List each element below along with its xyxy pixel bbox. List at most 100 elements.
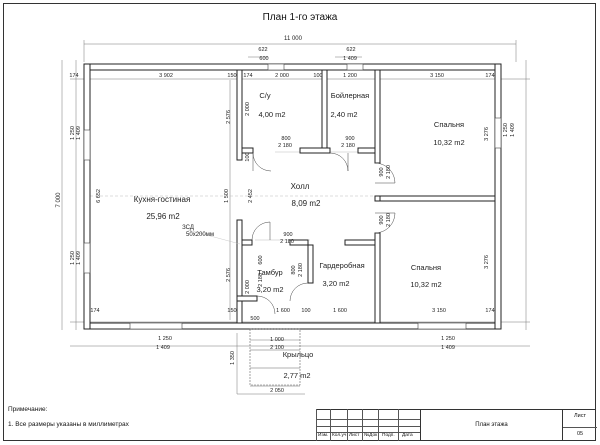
dim-top-segment: 1 200	[343, 73, 357, 79]
dim-door-wc-width: 800	[281, 136, 290, 142]
dim-bottom-segment: 1 600	[276, 308, 290, 314]
dim-kitchen-partition: 1 500	[224, 189, 230, 203]
stamp-col-list: Лист	[349, 433, 360, 438]
room-name-bedroom-2: Спальня	[411, 263, 441, 272]
dim-right-depth-bottom: 3 276	[484, 255, 490, 269]
dim-top-segment: 174	[485, 73, 494, 79]
dim-bottom-window-left-a: 1 250	[158, 336, 172, 342]
dim-overall-depth: 7 000	[56, 192, 62, 208]
title-block-col	[362, 409, 363, 441]
room-area-kitchen: 25,96 m2	[146, 212, 180, 221]
room-area-tambur: 3,20 m2	[256, 285, 283, 294]
dim-left-window-bottom-a: 1 250	[70, 251, 76, 265]
title-block-col	[398, 409, 399, 441]
room-area-bedroom-1: 10,32 m2	[433, 138, 464, 147]
dim-left-window-top-a: 1 250	[70, 126, 76, 140]
dim-bottom-segment: 100	[301, 308, 310, 314]
dim-porch-overall: 2 050	[270, 388, 284, 394]
stamp-col-doc: №Док	[364, 433, 378, 438]
dim-overall-width: 11 000	[284, 36, 303, 42]
dim-bottom-window-left-b: 1 409	[156, 345, 170, 351]
stamp-col-kol: Кол.уч	[332, 433, 347, 438]
stamp-sheet-box: Лист 05	[562, 409, 597, 441]
room-name-kitchen: Кухня-гостиная	[134, 195, 191, 204]
dim-wc-depth: 2 576	[226, 110, 232, 124]
dim-door-entry-height: 2 180	[258, 273, 264, 287]
dim-door-wardrobe-height: 2 180	[298, 263, 304, 277]
dim-top-window-2-a: 622	[346, 47, 355, 53]
dim-wc-inner: 2 000	[245, 102, 251, 116]
dim-left-depth: 6 652	[96, 189, 102, 203]
room-name-hall: Холл	[291, 182, 310, 191]
room-area-porch: 2,77 m2	[283, 371, 310, 380]
dim-door-bed1-width: 900	[379, 167, 385, 176]
dim-door-bed1-height: 2 180	[386, 165, 392, 179]
title-block-row	[316, 426, 420, 427]
dim-bottom-window-right-a: 1 250	[441, 336, 455, 342]
stamp-sheet-title: План этажа	[420, 409, 562, 441]
room-area-hall: 8,09 m2	[292, 199, 321, 208]
title-block-col	[378, 409, 379, 441]
dim-left-window-top-b: 1 409	[76, 126, 82, 140]
dim-bottom-window-right-b: 1 409	[441, 345, 455, 351]
dim-hall-depth: 2 452	[248, 189, 254, 203]
notes-item-1: 1. Все размеры указаны в миллиметрах	[8, 421, 129, 428]
title-block-grid	[316, 409, 420, 441]
title-block-row	[316, 432, 420, 433]
room-name-boiler: Бойлерная	[331, 91, 369, 100]
dim-porch-width-a: 1 000	[270, 337, 284, 343]
dim-top-segment: 3 150	[430, 73, 444, 79]
dim-door-bed2-height: 2 180	[386, 213, 392, 227]
title-block-col	[316, 409, 317, 441]
dim-tambur-inner: 2 000	[245, 280, 251, 294]
dim-tambur-depth: 2 576	[226, 268, 232, 282]
stamp-col-sign: Подп.	[382, 433, 395, 438]
dim-top-segment: 150	[227, 73, 236, 79]
stamp-col-izm: Изм.	[318, 433, 329, 438]
dim-door-tambur-height: 2 180	[280, 239, 294, 245]
dim-porch-depth: 1 350	[230, 351, 236, 365]
stamp-sheet-number: 05	[563, 427, 597, 437]
dim-porch-width-b: 2 100	[270, 345, 284, 351]
dim-left-window-bottom-b: 1 409	[76, 251, 82, 265]
room-name-bedroom-1: Спальня	[434, 120, 464, 129]
room-name-tambur: Тамбур	[257, 268, 282, 277]
dim-door-boiler-width: 900	[345, 136, 354, 142]
dim-bottom-segment: 3 150	[432, 308, 446, 314]
dim-entry-offset: 500	[250, 316, 259, 322]
dim-bottom-segment: 174	[485, 308, 494, 314]
dim-top-window-1-b: 600	[259, 56, 268, 62]
annotation-line-1: ЗСД	[182, 225, 194, 231]
dim-bottom-segment: 1 600	[333, 308, 347, 314]
dim-door-boiler-height: 2 180	[341, 143, 355, 149]
dim-bottom-segment: 174	[90, 308, 99, 314]
dim-top-window-2-b: 1 409	[343, 56, 357, 62]
dim-top-segment: 100	[313, 73, 322, 79]
dim-door-wc-height: 2 180	[278, 143, 292, 149]
dim-right-window-a: 1 250	[503, 123, 509, 137]
annotation-line-2: 50x200мм	[186, 232, 214, 238]
plan-title: План 1-го этажа	[262, 12, 338, 23]
dim-small-100: 100	[245, 152, 251, 161]
dim-top-window-1-a: 622	[258, 47, 267, 53]
room-area-wardrobe: 3,20 m2	[322, 279, 349, 288]
room-name-porch: Крыльцо	[283, 350, 314, 359]
title-block-col	[347, 409, 348, 441]
dim-door-wardrobe-width: 800	[291, 265, 297, 274]
dim-door-entry: 600	[258, 255, 264, 264]
dim-right-window-b: 1 409	[510, 123, 516, 137]
room-name-wardrobe: Гардеробная	[319, 261, 364, 270]
dim-door-tambur-width: 900	[283, 232, 292, 238]
dim-bottom-segment: 150	[227, 308, 236, 314]
title-block-row	[316, 419, 420, 420]
dim-top-segment: 3 902	[159, 73, 173, 79]
room-area-boiler: 2,40 m2	[330, 110, 357, 119]
dim-top-segment: 2 000	[275, 73, 289, 79]
room-area-wc: 4,00 m2	[258, 110, 285, 119]
dim-door-bed2-width: 900	[379, 215, 385, 224]
sheet-frame	[3, 3, 596, 441]
stamp-sheet-label: Лист	[574, 413, 586, 419]
notes-title: Примечание:	[8, 406, 48, 413]
